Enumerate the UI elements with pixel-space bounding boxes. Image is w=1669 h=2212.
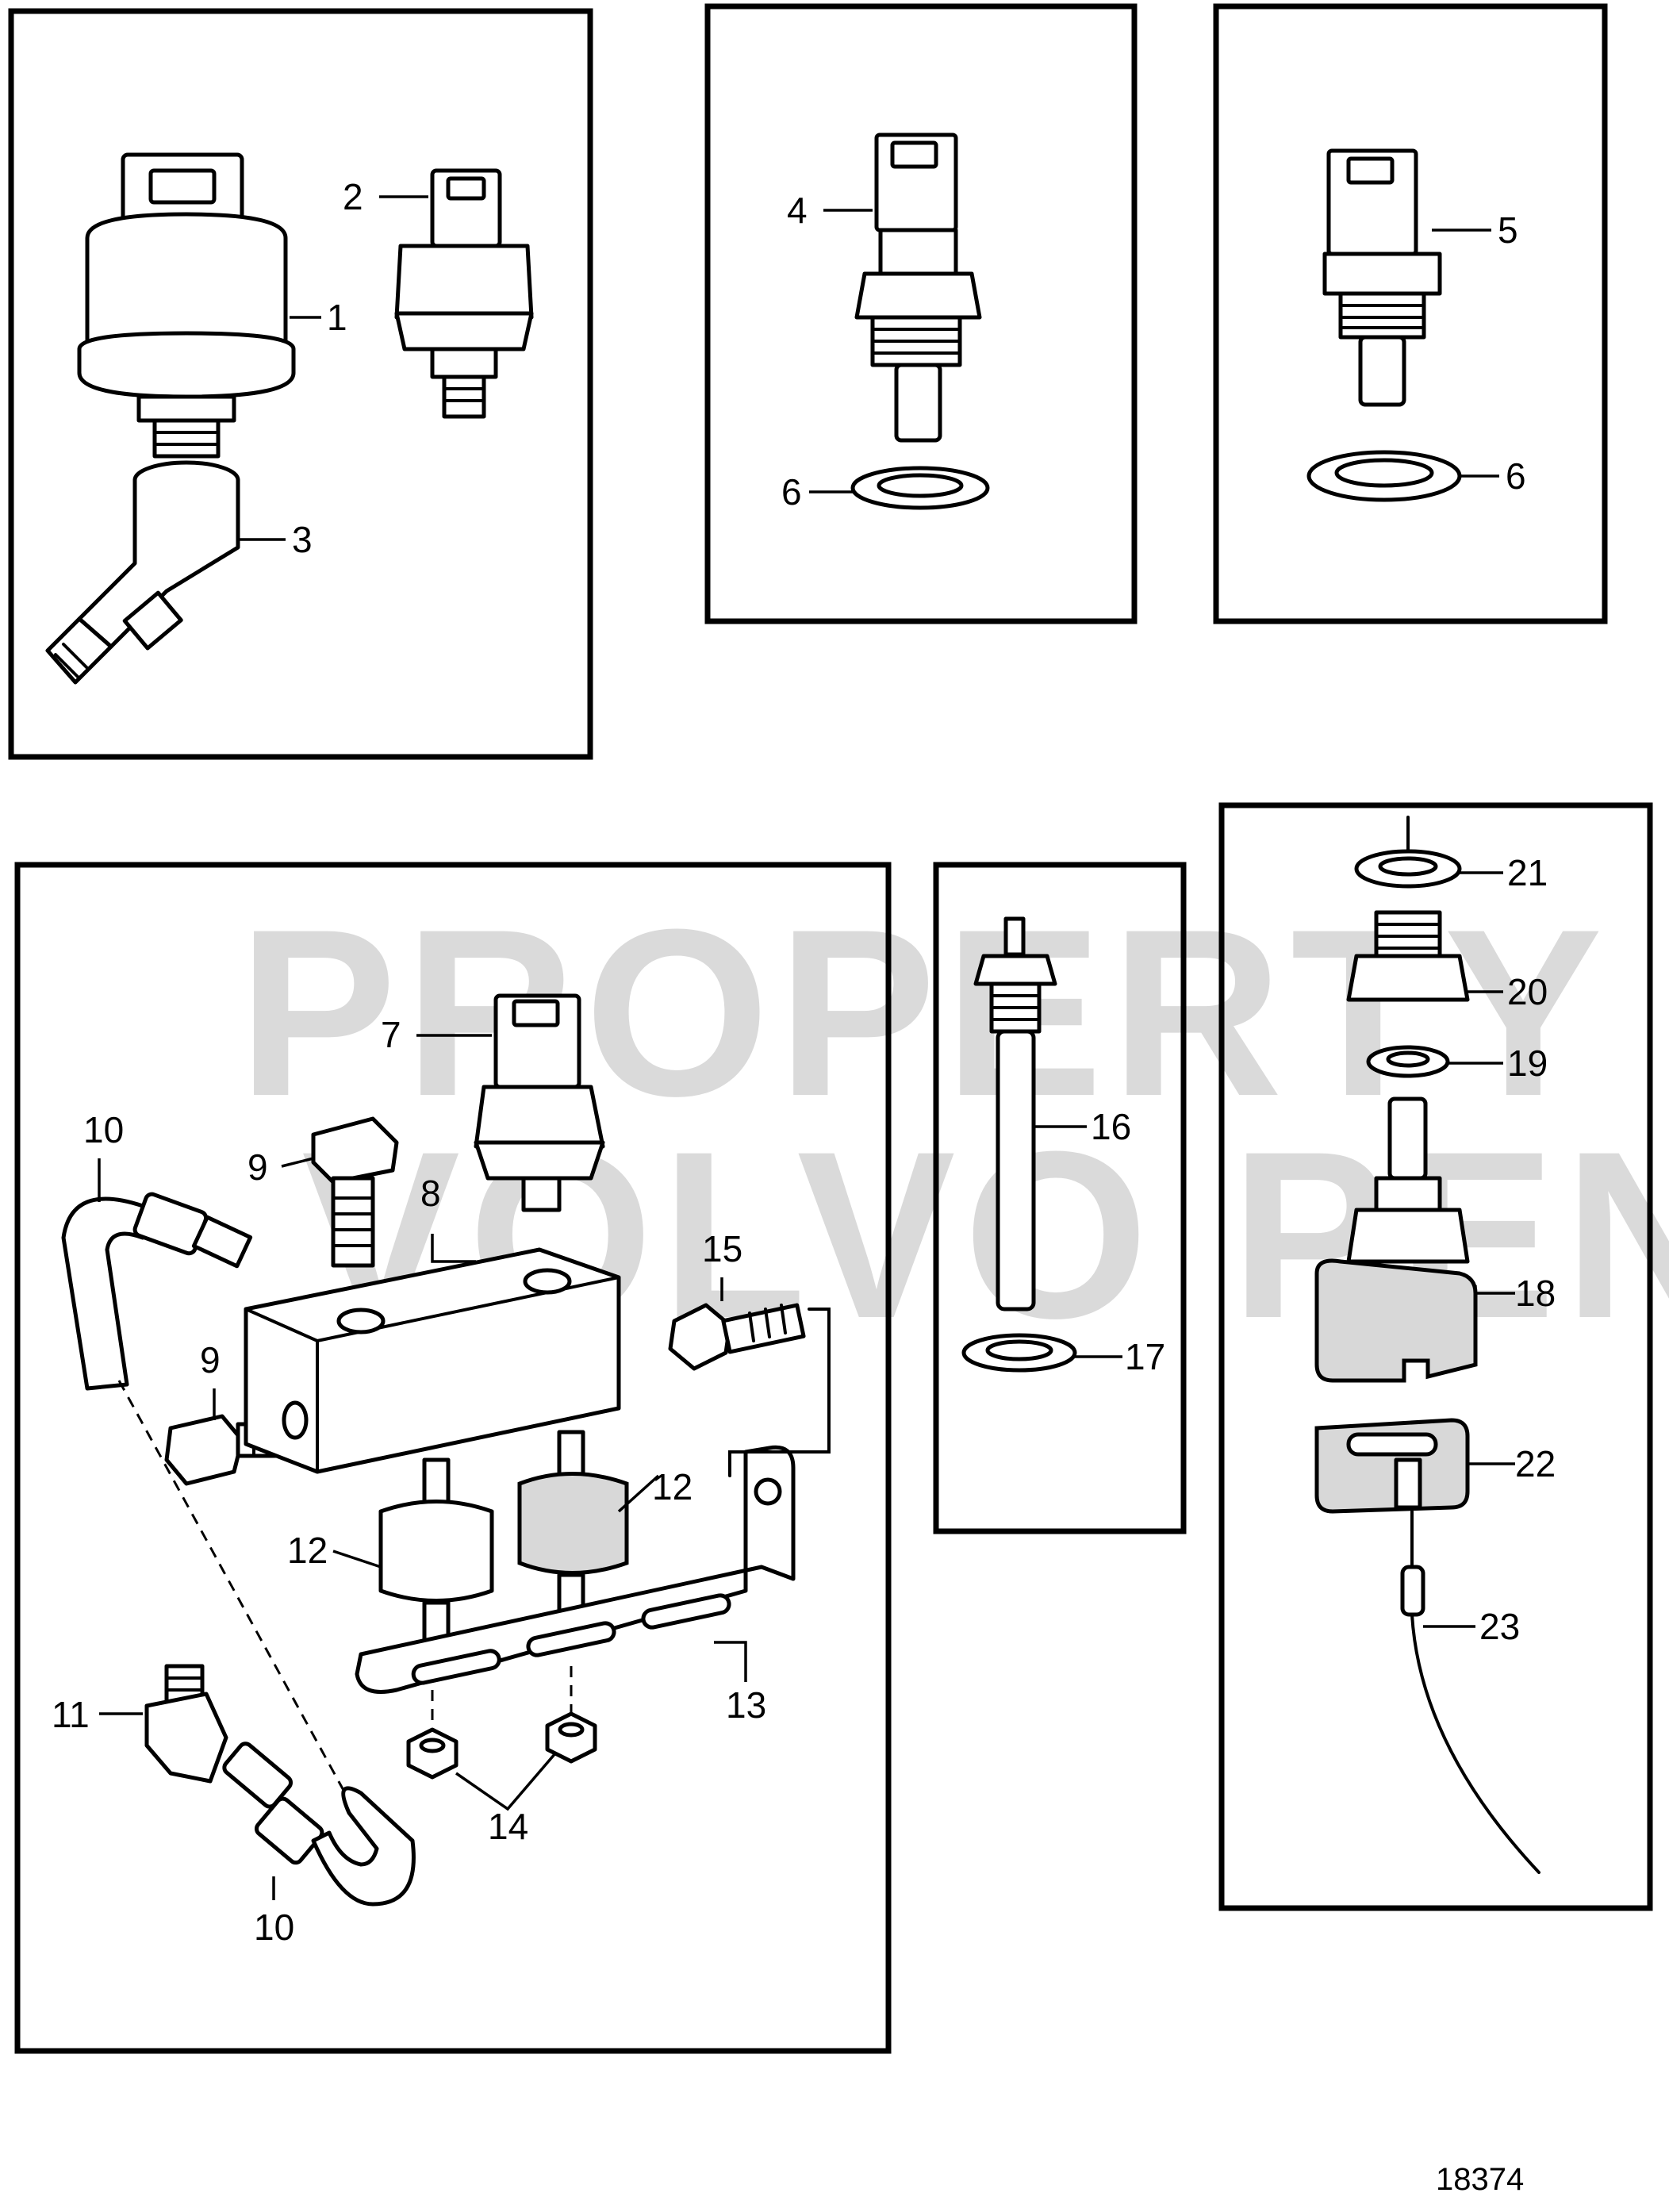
adapter-part-20 (1346, 910, 1470, 1002)
rubber-mount-part-12-right (517, 1430, 629, 1617)
hose-part-10-bottom (222, 1742, 416, 1907)
callout-3: 3 (292, 519, 313, 560)
temperature-sensor-part-16 (973, 916, 1057, 1311)
panel-4-frame (14, 862, 892, 2054)
pressure-switch-part-7 (474, 993, 605, 1212)
panel-1-frame (8, 8, 593, 760)
callout-14: 14 (488, 1806, 528, 1847)
bracket-part-13 (355, 1445, 796, 1694)
callout-4: 4 (787, 190, 808, 231)
callout-12-left: 12 (287, 1530, 328, 1571)
washer-part-6-b (1306, 450, 1462, 502)
callout-13: 13 (726, 1684, 766, 1726)
temperature-sender-part-4 (854, 132, 982, 443)
figure-number: 18374 (1436, 2162, 1524, 2197)
washer-part-21 (1354, 849, 1462, 889)
callout-23: 23 (1479, 1606, 1520, 1647)
callout-22: 22 (1515, 1443, 1556, 1484)
connector-part-22 (1314, 1418, 1470, 1514)
callout-10-top: 10 (83, 1109, 124, 1150)
panel-4: 7 8 9 9 10 10 11 12 12 13 14 15 (14, 862, 892, 2054)
panel-5-frame (933, 862, 1187, 1534)
callout-18: 18 (1515, 1273, 1556, 1314)
callout-17: 17 (1125, 1336, 1165, 1377)
callout-19: 19 (1507, 1043, 1548, 1084)
temperature-sender-part-5 (1322, 148, 1442, 407)
callout-6-b: 6 (1506, 455, 1526, 497)
callout-1: 1 (327, 297, 347, 338)
hose-routing-line (117, 1380, 347, 1794)
callout-9-top: 9 (247, 1146, 268, 1188)
panel-6-frame (1218, 802, 1653, 1911)
washer-part-19 (1366, 1045, 1450, 1078)
angle-adapter-part-3 (45, 460, 240, 685)
wire-part-23 (1400, 1510, 1540, 1874)
distribution-block-part-8 (244, 1247, 621, 1474)
elbow-fitting-part-11 (144, 1664, 228, 1784)
nut-part-14-left (406, 1727, 458, 1780)
callout-11: 11 (52, 1694, 90, 1735)
sensor-part-18 (1314, 1096, 1478, 1383)
panel-3: 5 6 (1213, 3, 1608, 624)
bolt-part-9-top (311, 1116, 399, 1268)
pressure-sender-part-1 (77, 152, 296, 459)
panel-3-frame (1213, 3, 1608, 624)
bolt-15-guide (728, 1308, 831, 1477)
callout-16: 16 (1091, 1106, 1131, 1147)
panel-2-frame (704, 3, 1138, 624)
callout-10-bottom: 10 (254, 1907, 294, 1948)
callout-2: 2 (343, 176, 363, 217)
pressure-switch-part-2 (394, 168, 534, 419)
callout-5: 5 (1498, 209, 1518, 251)
callout-21: 21 (1507, 852, 1548, 893)
callout-6-a: 6 (781, 471, 802, 513)
panel-1: 1 2 3 (8, 8, 593, 760)
callout-8: 8 (420, 1173, 441, 1214)
washer-part-17 (961, 1333, 1077, 1373)
callout-7: 7 (381, 1014, 401, 1055)
washer-part-6-a (850, 466, 990, 510)
panel-6: 21 20 19 18 22 23 (1218, 802, 1653, 1911)
callout-15: 15 (702, 1228, 742, 1269)
panel-5: 16 17 (933, 862, 1187, 1534)
rubber-mount-part-12-left (378, 1457, 494, 1645)
callout-20: 20 (1507, 971, 1548, 1012)
hose-part-10-top (61, 1192, 253, 1391)
panel-2: 4 6 (704, 3, 1138, 624)
callout-12-right: 12 (652, 1466, 693, 1507)
bolt-part-15 (668, 1303, 806, 1371)
callout-9-side: 9 (200, 1339, 221, 1381)
